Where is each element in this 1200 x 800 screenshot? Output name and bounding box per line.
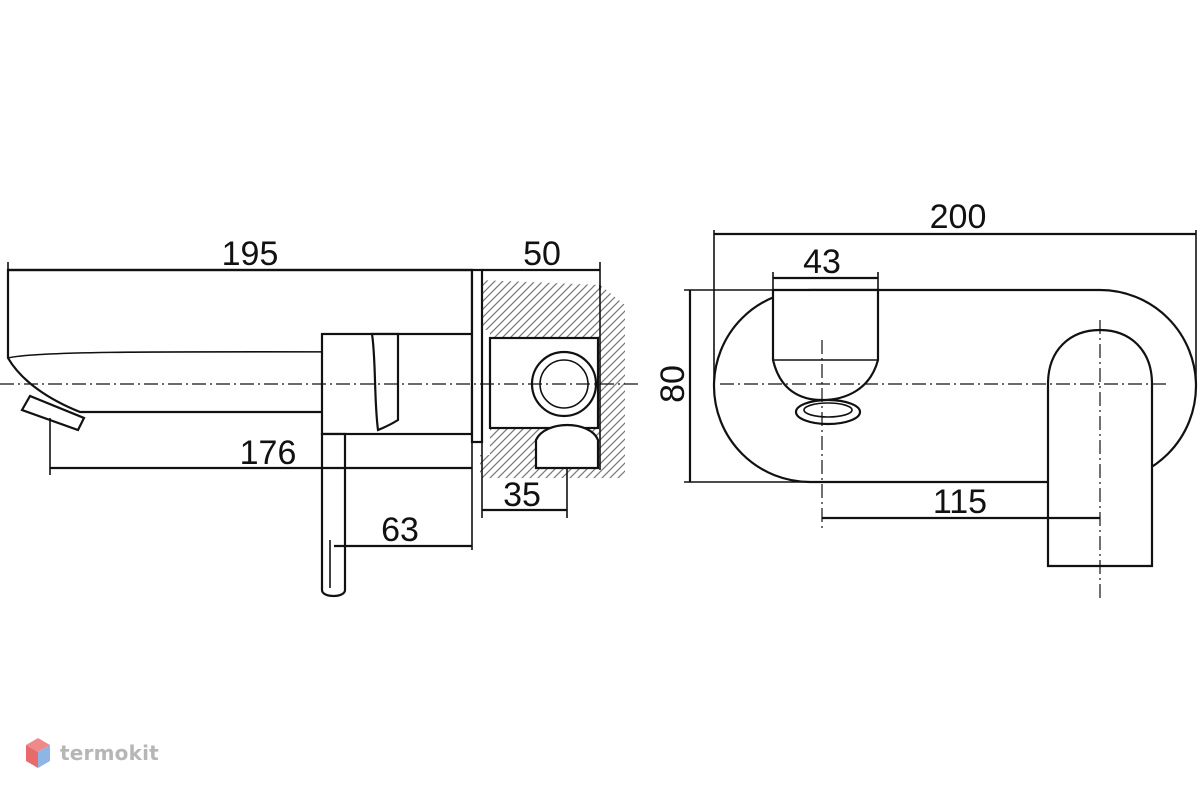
dim-35-label: 35 [503,476,541,514]
dim-80-label: 80 [654,365,692,403]
dim-50-label: 50 [523,235,561,273]
dim-176-label: 176 [240,434,297,472]
aerator-tip [20,394,86,432]
front-aerator [794,398,862,426]
brand-name: termokit [60,741,159,765]
dim-115-label: 115 [933,483,987,521]
lever-cap [370,332,400,432]
front-view: 200 43 80 115 [654,198,1198,600]
dim-63-label: 63 [381,511,419,549]
dim-200-label: 200 [930,198,987,236]
wall-plate [470,268,484,444]
side-view: 195 50 176 63 35 [0,235,640,598]
front-aerator-inner [803,402,853,418]
lever-handle [320,432,347,598]
valve-outlet [534,423,600,470]
dim-195-label: 195 [222,235,279,273]
brand-watermark: termokit [24,736,159,770]
dim-43-label: 43 [803,243,841,281]
brand-logo-icon [26,738,50,768]
